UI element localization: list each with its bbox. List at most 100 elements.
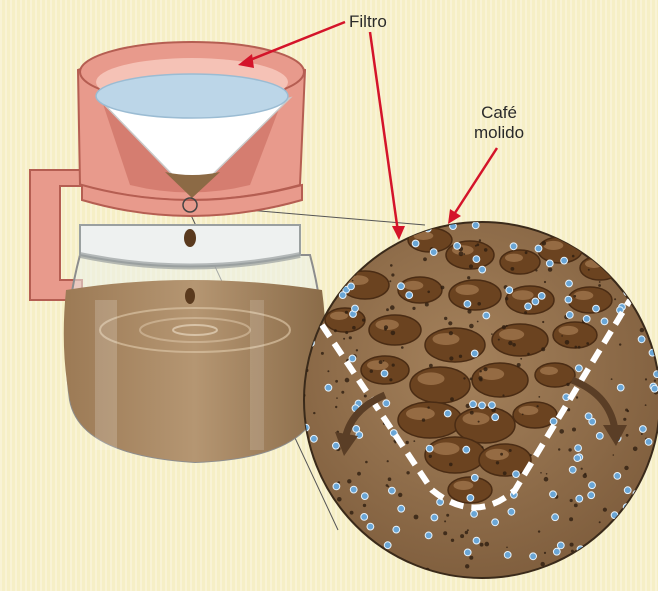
coffee-speck <box>387 460 389 462</box>
coffee-ground-particle <box>553 322 597 348</box>
coffee-speck <box>586 342 589 345</box>
coffee-speck <box>379 360 383 364</box>
water-particle <box>636 272 643 279</box>
water-particle <box>596 433 603 440</box>
water-particle <box>561 257 568 264</box>
coffee-speck <box>639 506 642 509</box>
water-particle <box>638 336 645 343</box>
coffee-speck <box>449 331 453 335</box>
coffee-speck <box>359 548 363 552</box>
coffee-speck <box>389 239 392 242</box>
coffee-speck <box>349 336 352 339</box>
water-particle <box>525 303 532 310</box>
label-filter: Filtro <box>349 12 387 32</box>
coffee-speck <box>422 418 425 421</box>
coffee-ground-highlight <box>414 232 434 240</box>
water-particle <box>393 526 400 533</box>
coffee-speck <box>491 333 493 335</box>
water-particle <box>406 292 413 299</box>
water-particle <box>338 241 345 248</box>
coffee-speck <box>406 441 409 444</box>
coffee-speck <box>527 353 530 356</box>
water-particle <box>311 552 318 559</box>
coffee-ground-particle <box>398 402 462 438</box>
coffee-speck <box>345 378 350 383</box>
water-particle <box>555 224 562 231</box>
coffee-speck <box>413 440 415 442</box>
water-particle <box>566 312 573 319</box>
coffee-speck <box>485 542 490 547</box>
coffee-speck <box>444 520 446 522</box>
water-particle <box>489 402 496 409</box>
coffee-speck <box>570 543 574 547</box>
label-ground-coffee: Café molido <box>474 103 524 143</box>
coffee-speck <box>508 341 512 345</box>
coffee-ground-particle <box>492 324 548 356</box>
coffee-speck <box>512 343 516 347</box>
coffee-speck <box>623 258 626 261</box>
coffee-speck <box>391 331 396 336</box>
water-particle <box>552 514 559 521</box>
water-particle <box>583 316 590 323</box>
coffee-speck <box>631 281 633 283</box>
coffee-ground-highlight <box>418 372 445 385</box>
coffee-speck <box>356 349 358 351</box>
coffee-ground-highlight <box>499 329 524 340</box>
coffee-speck <box>350 511 354 515</box>
water-particle <box>538 293 545 300</box>
coffee-speck <box>370 370 373 373</box>
water-particle <box>614 265 621 272</box>
coffee-speck <box>319 554 324 559</box>
water-particle <box>537 220 544 227</box>
water-particle <box>532 298 539 305</box>
coffee-ground-particle <box>425 437 485 473</box>
coffee-speck <box>345 540 349 544</box>
coffee-speck <box>598 284 601 287</box>
water-particle <box>348 283 355 290</box>
coffee-speck <box>406 471 409 474</box>
coffee-speck <box>506 325 508 327</box>
coffee-ground-highlight <box>433 442 460 455</box>
coffee-speck <box>538 530 540 532</box>
coffee-ground-highlight <box>463 412 490 425</box>
water-particle <box>325 384 332 391</box>
water-particle <box>492 519 499 526</box>
coffee-speck <box>339 532 341 534</box>
water-particle <box>473 537 480 544</box>
coffee-drip <box>185 288 195 304</box>
coffee-speck <box>623 418 626 421</box>
coffee-speck <box>500 453 503 456</box>
coffee-speck <box>588 269 590 271</box>
coffee-ground-particle <box>369 315 421 345</box>
coffee-speck <box>619 343 621 345</box>
coffee-speck <box>645 378 647 380</box>
water-particle <box>398 283 405 290</box>
water-particle <box>569 466 576 473</box>
water-particle <box>483 312 490 319</box>
coffee-speck <box>449 356 453 360</box>
water-particle <box>479 402 486 409</box>
coffee-speck <box>645 404 647 406</box>
coffee-speck <box>568 448 571 451</box>
water-particle <box>576 365 583 372</box>
coffee-speck <box>394 442 396 444</box>
water-particle <box>611 512 618 519</box>
water-particle <box>574 455 581 462</box>
coffee-speck <box>576 396 578 398</box>
coffee-speck <box>444 317 447 320</box>
coffee-ground-particle <box>500 250 540 274</box>
coffee-speck <box>571 229 574 232</box>
water-particle <box>381 370 388 377</box>
coffee-ground-highlight <box>505 254 523 262</box>
water-particle <box>479 266 486 273</box>
coffee-speck <box>578 346 581 349</box>
coffee-ground-highlight <box>367 360 389 370</box>
coffee-speck <box>537 405 539 407</box>
coffee-speck <box>384 328 387 331</box>
coffee-speck <box>575 346 578 349</box>
coffee-speck <box>410 231 414 235</box>
water-particle <box>367 523 374 530</box>
water-particle <box>464 549 471 556</box>
coffee-ground-particle <box>580 256 620 280</box>
